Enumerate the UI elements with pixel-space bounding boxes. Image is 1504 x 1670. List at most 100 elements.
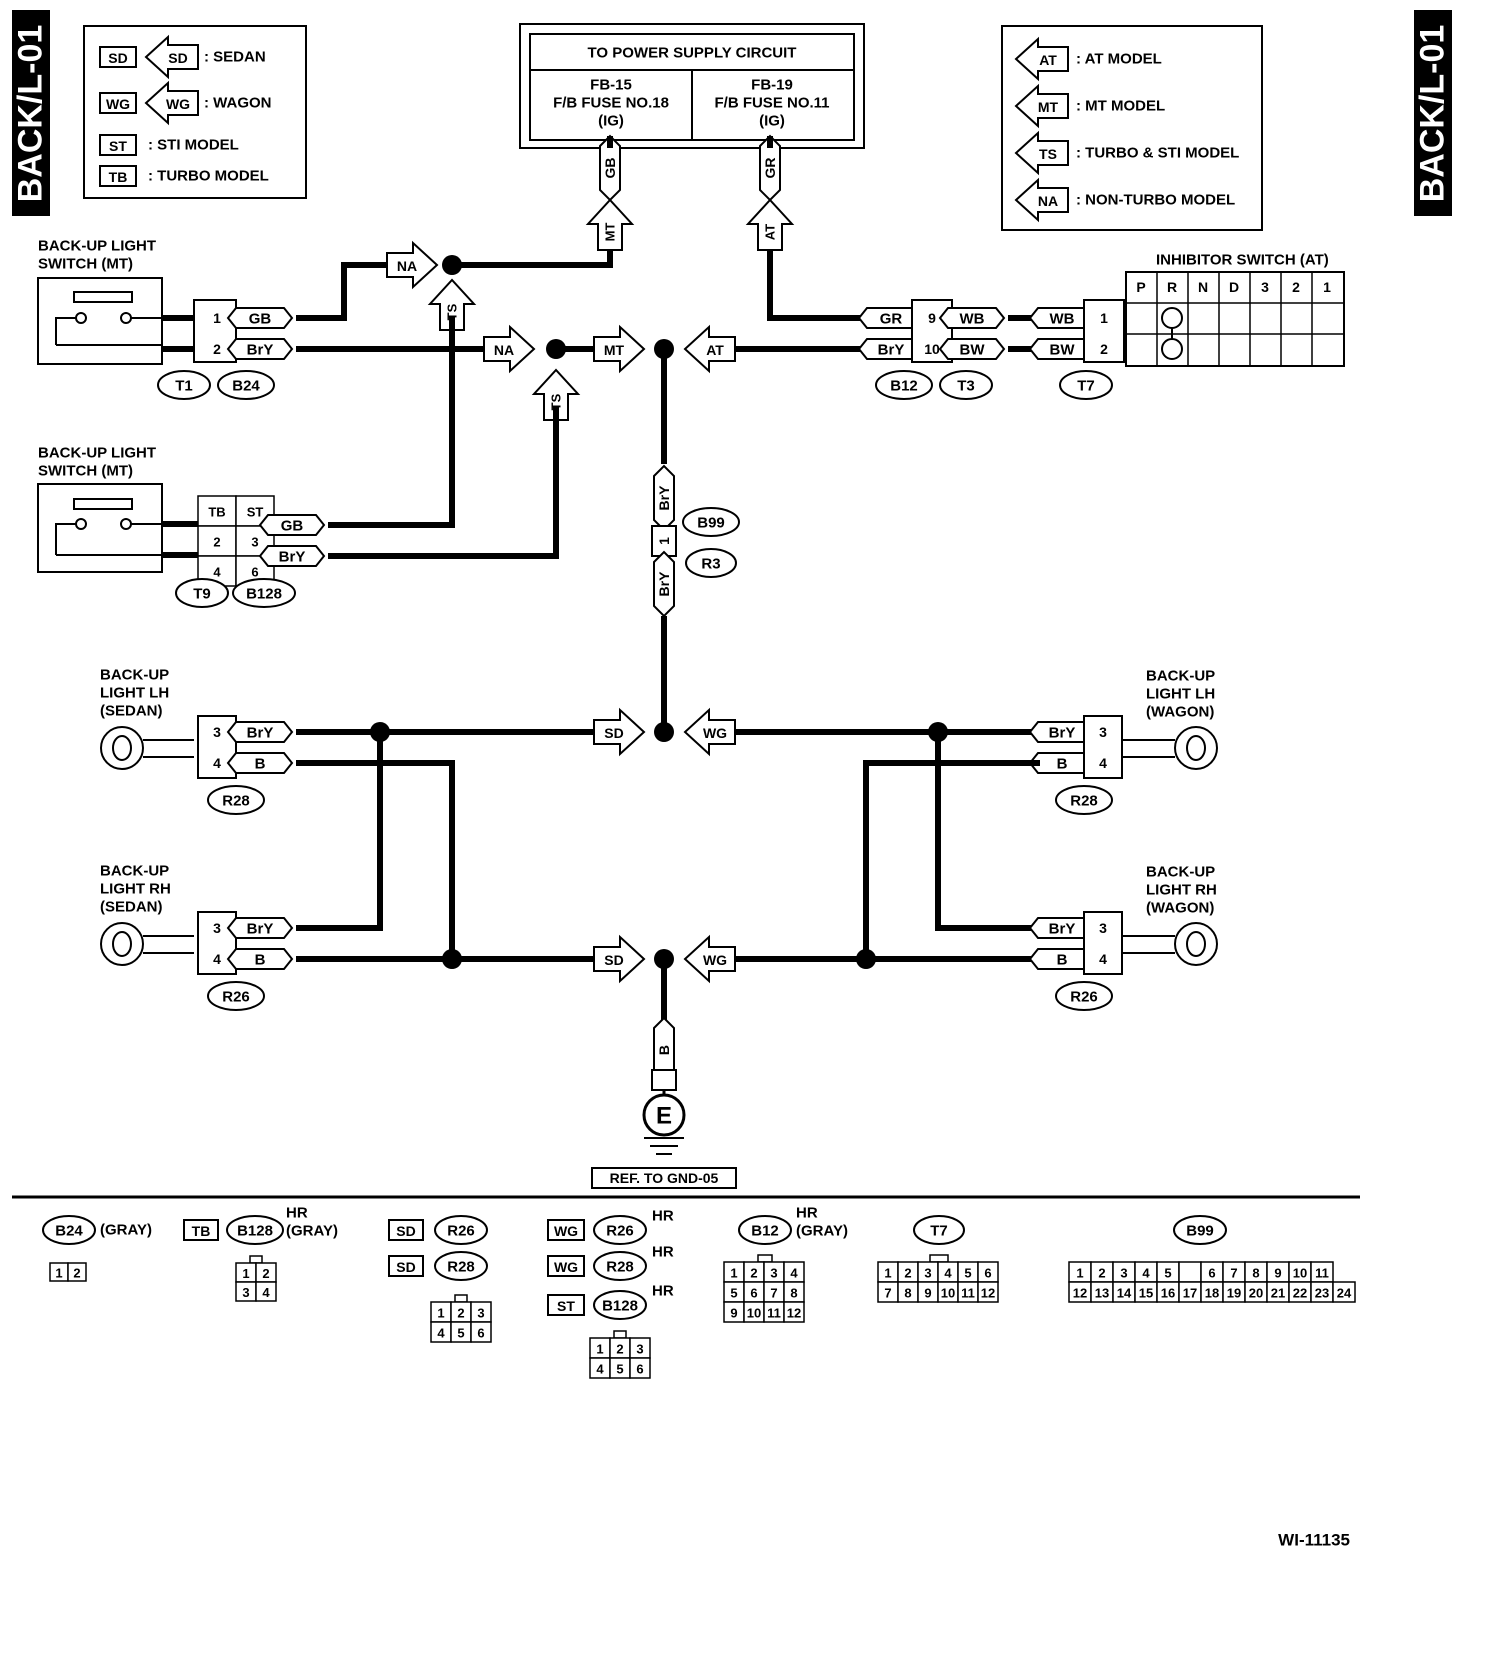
connector-r3-oval (685, 548, 737, 578)
lamp-rh-wagon-label: BACK-UP (1146, 864, 1215, 881)
wire (328, 406, 559, 559)
wire-bry-at: BrY (878, 342, 905, 359)
view-t7-grid-pin: 10 (941, 1286, 955, 1301)
view-sd-grid-pin: 4 (437, 1326, 445, 1341)
view-b128-grid-pin: 3 (242, 1285, 249, 1300)
view-b99: B99 (1186, 1223, 1214, 1240)
connector-b24: B24 (232, 378, 260, 395)
pin-label: 3 (213, 724, 221, 740)
wire-bry: BrY (247, 342, 274, 359)
connector-r26-rhw: R26 (1070, 989, 1098, 1006)
switch-1-terminal (75, 312, 87, 324)
view-b99-grid-pin: 2 (1098, 1266, 1105, 1281)
switch-1-label: BACK-UP LIGHT (38, 238, 156, 255)
switch-2-link (55, 523, 76, 555)
wire-bry-2-box (258, 545, 326, 567)
connector-b99-oval (682, 507, 740, 537)
arrow-wg-1-shape (683, 707, 736, 757)
view-b99-grid-pin: 8 (1252, 1266, 1259, 1281)
view-sd-R28: R28 (447, 1259, 475, 1276)
view-wg-R26-oval (593, 1215, 647, 1245)
fuse-fb15: (IG) (598, 113, 624, 130)
view-sd-grid-pin: 5 (457, 1326, 464, 1341)
view-b12-grid-pin: 6 (750, 1286, 757, 1301)
view-t7-grid-pin: 12 (981, 1286, 995, 1301)
back-up-light-rh-sedan-filament (112, 931, 132, 957)
view-b99-grid-pin: 15 (1139, 1286, 1153, 1301)
legend-left-text: : WAGON (204, 95, 272, 112)
wire-b-rhw: B (1057, 952, 1068, 969)
view-t7-grid-pin: 2 (904, 1266, 911, 1281)
lamp-lh-sedan-label: BACK-UP (100, 667, 169, 684)
pin-label: 1 (656, 537, 672, 545)
view-t7-grid-pin: 9 (924, 1286, 931, 1301)
wire-gb-box (226, 307, 294, 329)
connector-r28-lh: R28 (222, 793, 250, 810)
arrow-sd-2-shape (593, 934, 646, 984)
fuse-fb19: F/B FUSE NO.11 (714, 95, 829, 112)
wire-b-lh: B (255, 756, 266, 773)
legend-right-arrow-shape (1014, 130, 1069, 176)
wire (452, 235, 613, 268)
lamp-lh-sedan-label: (SEDAN) (100, 703, 163, 720)
wire-gb: GB (249, 311, 272, 328)
view-b128-tag-box (183, 1219, 219, 1241)
legend-right-arrow: AT (1039, 52, 1057, 68)
arrow-na-2-shape (483, 324, 536, 374)
view-b12-grid-pin: 12 (787, 1306, 801, 1321)
view-b99-grid-pin: 24 (1337, 1286, 1352, 1301)
view-sd-grid-cell (470, 1321, 492, 1343)
view-sd-key (454, 1294, 468, 1303)
lamp-rh-sedan-label: BACK-UP (100, 863, 169, 880)
arrow-mt-up: MT (603, 223, 618, 242)
arrow-wg-2: WG (703, 952, 727, 968)
view-b99-grid-cell (1332, 1281, 1356, 1303)
view-b99-grid-pin: 5 (1164, 1266, 1171, 1281)
view-wg-tag-box (547, 1219, 585, 1241)
legend-code-box-box (99, 165, 137, 187)
arrow-mt: MT (604, 342, 625, 358)
wire-b-lhw: B (1057, 756, 1068, 773)
view-b128-tag: TB (192, 1223, 211, 1239)
view-b12-grid-pin: 11 (767, 1306, 781, 1321)
view-sd-tag: SD (396, 1259, 415, 1275)
view-b24-grid-pin: 2 (73, 1266, 80, 1281)
inhibitor-position: N (1198, 279, 1208, 295)
back-up-light-rh-wagon-outline (1174, 922, 1218, 966)
page-tag-left: BACK/L-01 (12, 10, 50, 216)
connector-r26-rh-oval (207, 981, 265, 1011)
wire (296, 732, 383, 931)
switch-1-link (55, 317, 76, 345)
connector-r26-rh: R26 (222, 989, 250, 1006)
wire-b-lh-box (226, 752, 294, 774)
connector-r3: R3 (701, 556, 720, 573)
pin-label: 4 (1099, 755, 1107, 771)
legend-code-box: SD (108, 50, 127, 66)
lamp-rh-wagon-label: (WAGON) (1146, 900, 1214, 917)
wire-gr-up: GR (762, 158, 778, 179)
legend-right-text: : NON-TURBO MODEL (1076, 192, 1235, 209)
connector-b128: B128 (246, 586, 282, 603)
view-b12-oval (738, 1215, 792, 1245)
wire-b-gnd: B (656, 1045, 672, 1055)
view-b99-grid-pin: 21 (1271, 1286, 1285, 1301)
view-b99-oval (1173, 1215, 1227, 1245)
wire-bry-lh: BrY (247, 725, 274, 742)
legend-left-arrow-shape (144, 80, 199, 126)
view-sd-R26-oval (434, 1215, 488, 1245)
view-wg-R28-oval (593, 1251, 647, 1281)
inhibitor-position: 1 (1323, 279, 1331, 295)
view-b12-grid-pin: 7 (770, 1286, 777, 1301)
view-wg-grid-pin: 2 (616, 1342, 623, 1357)
view-wg-B128-oval (593, 1290, 647, 1320)
pin-label: 2 (1100, 341, 1108, 357)
page-tag-right: BACK/L-01 (1414, 10, 1452, 216)
connector-r28-lhw-oval (1055, 785, 1113, 815)
view-wg-B128: B128 (602, 1298, 638, 1315)
wire-bry-rh-box (226, 917, 294, 939)
connector-t1: T1 (175, 378, 193, 395)
switch-1-label: SWITCH (MT) (38, 256, 133, 273)
legend-right-arrow: MT (1038, 99, 1059, 115)
view-b99-grid-pin: 13 (1095, 1286, 1109, 1301)
view-t7: T7 (930, 1223, 948, 1240)
